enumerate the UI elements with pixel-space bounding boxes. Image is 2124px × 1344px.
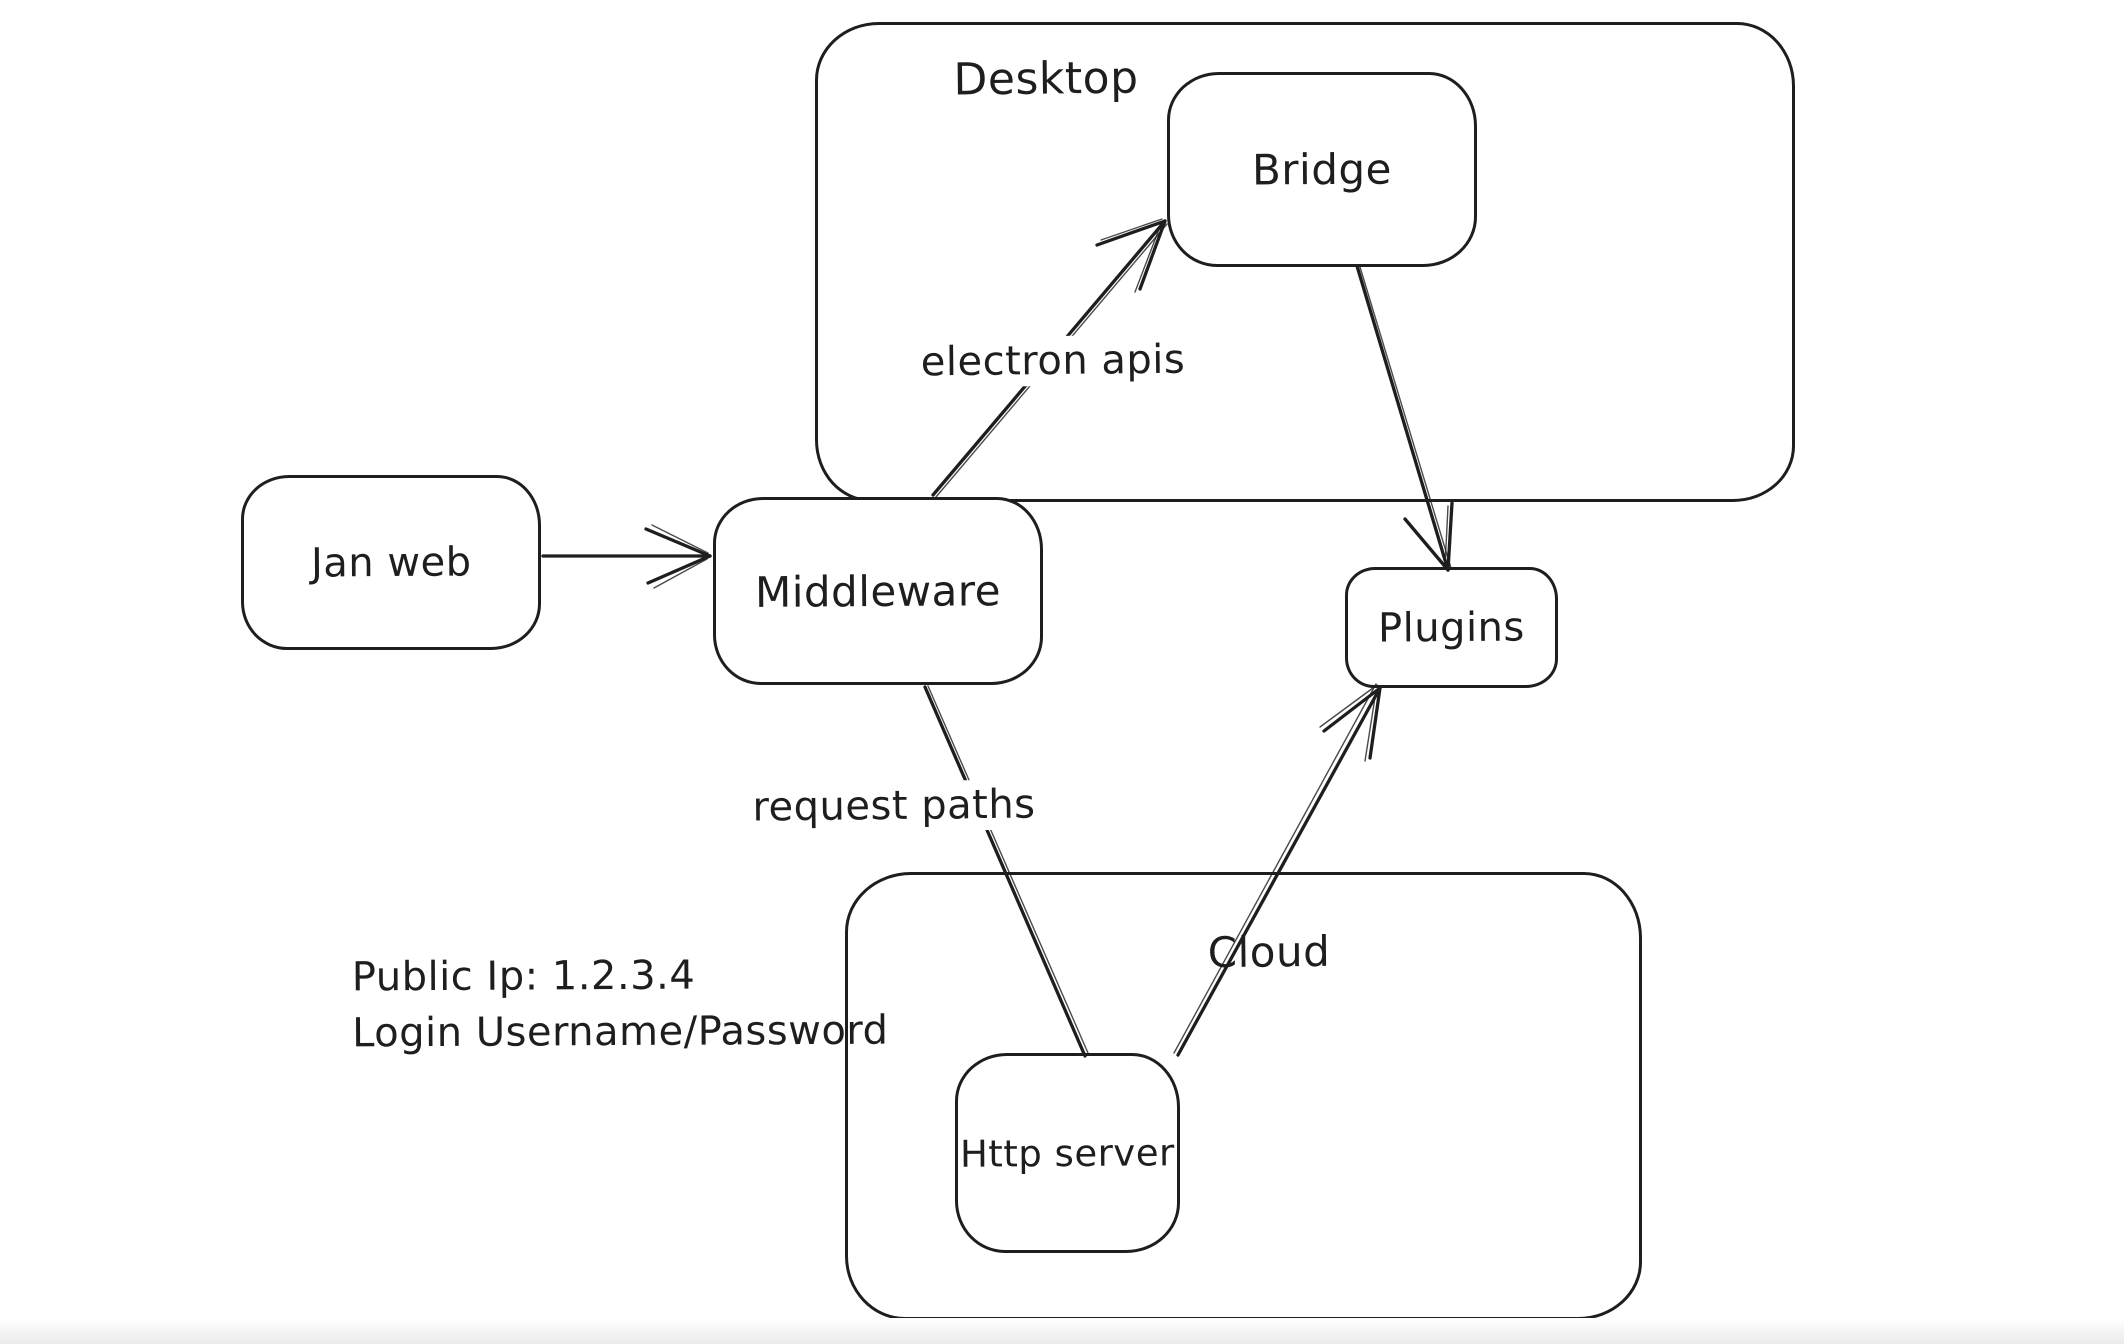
node-http-server[interactable]: Http server — [955, 1053, 1180, 1253]
edge-label-request-paths[interactable]: request paths — [740, 779, 1048, 833]
arrowhead-sketch — [1408, 505, 1449, 568]
container-desktop-title[interactable]: Desktop — [953, 52, 1139, 106]
arrowhead — [644, 527, 712, 585]
container-cloud-title[interactable]: Cloud — [1207, 926, 1331, 978]
node-plugins-label: Plugins — [1377, 603, 1526, 652]
edge-label-electron-apis[interactable]: electron apis — [908, 334, 1198, 388]
annotation-text[interactable]: Public Ip: 1.2.3.4 Login Username/Passwo… — [352, 947, 889, 1062]
node-http-server-label: Http server — [959, 1130, 1176, 1176]
arrowhead-sketch — [1319, 684, 1378, 762]
node-middleware-label: Middleware — [754, 565, 1002, 617]
node-jan-web-label: Jan web — [310, 538, 472, 587]
node-plugins[interactable]: Plugins — [1345, 567, 1558, 688]
annotation-public-ip: Public Ip: 1.2.3.4 — [351, 952, 696, 1001]
edge-jan-web-to-middleware[interactable] — [541, 524, 712, 589]
node-middleware[interactable]: Middleware — [713, 497, 1043, 685]
arrowhead — [1322, 686, 1382, 760]
arrowhead — [1403, 501, 1454, 572]
node-bridge-label: Bridge — [1251, 144, 1393, 195]
arrowhead-sketch — [651, 524, 709, 589]
node-jan-web[interactable]: Jan web — [241, 475, 541, 650]
node-bridge[interactable]: Bridge — [1167, 72, 1477, 267]
annotation-login: Login Username/Password — [352, 1007, 889, 1057]
page-bottom-fade — [0, 1318, 2124, 1344]
container-desktop[interactable] — [815, 22, 1795, 502]
